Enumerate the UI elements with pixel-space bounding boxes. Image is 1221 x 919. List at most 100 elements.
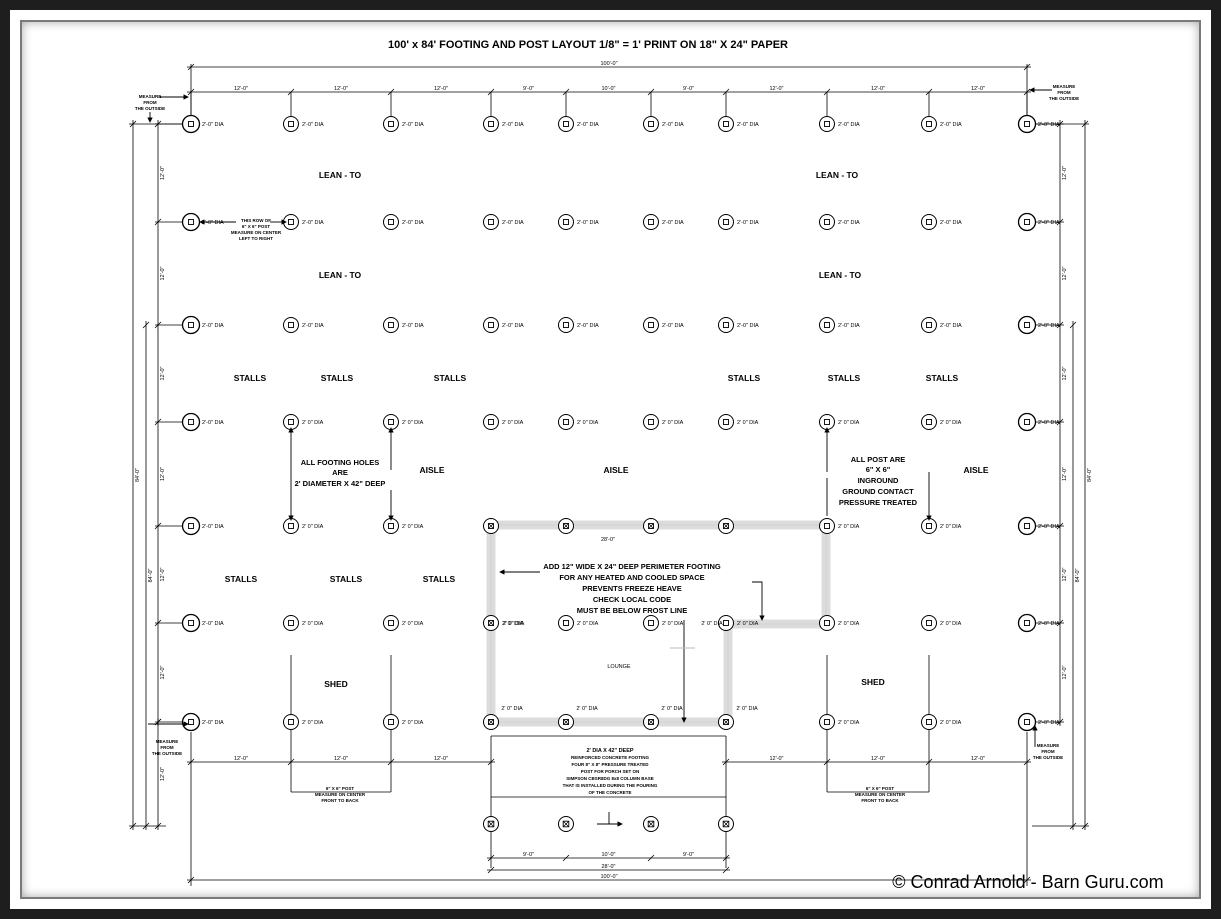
footing-r4-c8: 2' 0" DIA [819, 414, 860, 430]
footing-dia-label: 2'-0" DIA [502, 122, 524, 128]
footing-r3-c10: 2'-0" DIA [1017, 315, 1060, 335]
footing-r4-c10: 2'-0" DIA [1017, 412, 1060, 432]
lean-to-label-2: LEAN - TO [816, 170, 859, 180]
post-front-r-3: FRONT TO BACK [861, 798, 899, 803]
footing-r6-c9: 2' 0" DIA [921, 615, 962, 631]
footing-dia-label: 2'-0" DIA [1038, 323, 1060, 329]
bottom-left-dim: 12'-0" [434, 756, 448, 762]
footing-dia-label: 2' 0" DIA [737, 420, 759, 426]
all-post-line-5: PRESSURE TREATED [839, 498, 918, 507]
footing-r4-c1: 2'-0" DIA [181, 412, 224, 432]
footing-dia-label: 2'-0" DIA [402, 122, 424, 128]
bottom-right-dim: 12'-0" [971, 756, 985, 762]
left-row-dim: 12'-0" [160, 266, 166, 280]
depth-dim-right-2: 84'-0" [1075, 568, 1081, 582]
footing-dia-label: 2'-0" DIA [202, 420, 224, 426]
porch-line-3: FOUR 8" X 8" PRESSURE TREATED [572, 762, 650, 767]
lean-to-label-4: LEAN - TO [819, 270, 862, 280]
footing-r3-c8: 2'-0" DIA [819, 317, 860, 333]
porch-footing-box [490, 735, 727, 868]
footing-r3-c9: 2'-0" DIA [921, 317, 962, 333]
right-row-dim: 12'-0" [1062, 266, 1068, 280]
footing-r1-c7: 2'-0" DIA [718, 116, 759, 132]
top-bay-dim: 12'-0" [871, 86, 885, 92]
lounge-dia-label: 2' 0" DIA [701, 621, 723, 627]
porch-width-dim: 28'-0" [601, 864, 615, 870]
footing-r7-c4 [483, 714, 499, 730]
all-post-note: ALL POST ARE 6" X 6" INGROUND GROUND CON… [839, 455, 918, 507]
footing-r5-c5 [558, 518, 574, 534]
footing-dia-label: 2' 0" DIA [302, 524, 324, 530]
footing-r1-c10: 2'-0" DIA [1017, 114, 1060, 134]
footing-dia-label: 2'-0" DIA [202, 220, 224, 226]
porch-note: 2' DIA X 42" DEEP REINFORCED CONCRETE FO… [563, 748, 658, 795]
footing-dia-label: 2'-0" DIA [737, 323, 759, 329]
footing-dia-label: 2'-0" DIA [402, 323, 424, 329]
right-row-dim: 12'-0" [1062, 366, 1068, 380]
top-bay-dim: 12'-0" [234, 86, 248, 92]
footing-r3-c2: 2'-0" DIA [283, 317, 324, 333]
shed-label-2: SHED [861, 677, 885, 687]
measure-br-1: MEASURE [1037, 743, 1060, 748]
lounge-dia-label: 2' 0" DIA [576, 706, 598, 712]
depth-dim-left-2: 84'-0" [148, 568, 154, 582]
top-bay-dim: 10'-0" [601, 86, 615, 92]
footing-dia-label: 2'-0" DIA [202, 323, 224, 329]
right-row-dim: 12'-0" [1062, 467, 1068, 481]
footing-r3-c3: 2'-0" DIA [383, 317, 424, 333]
lounge-dia-label: 2' 0" DIA [661, 706, 683, 712]
copyright-notice: © Conrad Arnold - Barn Guru.com [892, 872, 1163, 892]
footing-holes-line-3: 2' DIAMETER X 42" DEEP [295, 479, 386, 488]
post-front-l-2: MEASURE ON CENTER [315, 792, 366, 797]
footing-holes-line-1: ALL FOOTING HOLES [301, 458, 380, 467]
stalls-label-4: STALLS [728, 373, 761, 383]
footing-r2-c1: 2'-0" DIA [181, 212, 224, 232]
footing-dia-label: 2'-0" DIA [202, 621, 224, 627]
footing-r4-c9: 2' 0" DIA [921, 414, 962, 430]
footing-r5-c1: 2'-0" DIA [181, 516, 224, 536]
footing-r1-c8: 2'-0" DIA [819, 116, 860, 132]
right-row-dim: 12'-0" [1062, 567, 1068, 581]
footing-dia-label: 2'-0" DIA [202, 720, 224, 726]
left-row-dim: 12'-0" [160, 366, 166, 380]
footing-dia-label: 2'-0" DIA [502, 323, 524, 329]
top-bay-dim: 9'-0" [683, 86, 694, 92]
footing-r5-c8: 2' 0" DIA [819, 518, 860, 534]
measure-tr-2: FROM [1057, 90, 1070, 95]
footing-r3-c5: 2'-0" DIA [558, 317, 599, 333]
bottom-right-dim: 12'-0" [871, 756, 885, 762]
lounge-dia-label: 2' 0" DIA [503, 621, 525, 627]
footing-r5-c9: 2' 0" DIA [921, 518, 962, 534]
footing-r7-c1: 2'-0" DIA [181, 712, 224, 732]
measure-bl-1: MEASURE [156, 739, 179, 744]
row-post-3: MEASURE ON CENTER [231, 230, 282, 235]
footing-r6-c7: 2' 0" DIA [718, 615, 759, 631]
footing-r4-c5: 2' 0" DIA [558, 414, 599, 430]
footing-dia-label: 2' 0" DIA [502, 420, 524, 426]
footing-r2-c5: 2'-0" DIA [558, 214, 599, 230]
measure-tl-3: THE OUTSIDE [135, 106, 165, 111]
post-front-r-1: 6" X 6" POST [866, 786, 895, 791]
right-row-dim: 12'-0" [1062, 166, 1068, 180]
porch-bay-dim: 9'-0" [683, 852, 694, 858]
left-row-dim: 12'-0" [160, 467, 166, 481]
aisle-label-2: AISLE [603, 465, 628, 475]
measure-note-bottom-left: MEASURE FROM THE OUTSIDE [152, 739, 182, 756]
shed-label-1: SHED [324, 679, 348, 689]
perimeter-line-4: CHECK LOCAL CODE [593, 595, 671, 604]
footing-r2-c4: 2'-0" DIA [483, 214, 524, 230]
footing-dia-label: 2' 0" DIA [838, 524, 860, 530]
area-labels: LEAN - TO LEAN - TO LEAN - TO LEAN - TO … [225, 170, 989, 689]
footing-dia-label: 2'-0" DIA [302, 323, 324, 329]
all-post-line-2: 6" X 6" [866, 465, 891, 474]
footing-dia-label: 2'-0" DIA [202, 524, 224, 530]
row-post-note: THIS ROW OF 6" X 6" POST MEASURE ON CENT… [231, 218, 282, 241]
footing-r6-c3: 2' 0" DIA [383, 615, 424, 631]
top-bay-dim: 12'-0" [334, 86, 348, 92]
footing-dia-label: 2' 0" DIA [502, 621, 524, 627]
measure-note-bottom-right: MEASURE FROM THE OUTSIDE [1033, 743, 1063, 760]
footing-r4-c7: 2' 0" DIA [718, 414, 759, 430]
measure-tl-1: MEASURE [139, 94, 162, 99]
footing-r5-c3: 2' 0" DIA [383, 518, 424, 534]
